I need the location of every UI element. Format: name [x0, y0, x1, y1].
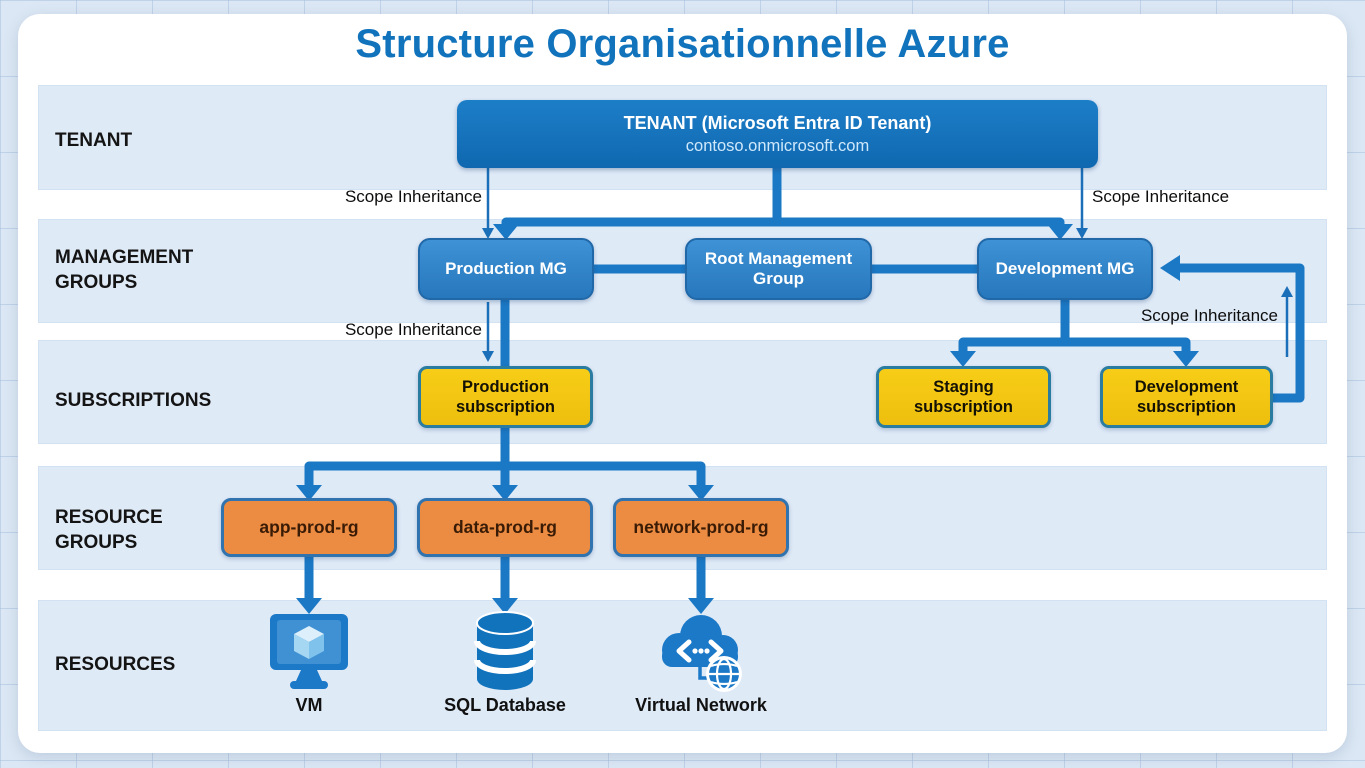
virtual-network-icon [651, 608, 751, 701]
tenant-box: TENANT (Microsoft Entra ID Tenant) conto… [457, 100, 1098, 168]
sql-database-icon [472, 610, 538, 697]
scope-inheritance-label: Scope Inheritance [1140, 306, 1278, 325]
row-label-tenant: TENANT [55, 130, 133, 151]
box-development-mg: Development MG [977, 238, 1153, 300]
box-staging-subscription: Staging subscription [876, 366, 1051, 428]
tenant-box-title: TENANT (Microsoft Entra ID Tenant) [623, 112, 932, 133]
scope-inheritance-label: Scope Inheritance [1092, 187, 1230, 206]
resource-label-virtual-network: Virtual Network [635, 695, 767, 715]
tenant-box-subtitle: contoso.onmicrosoft.com [685, 136, 870, 155]
page-title: Structure Organisationnelle Azure [355, 22, 1010, 66]
box-production-subscription: Production subscription [418, 366, 593, 428]
scope-inheritance-label: Scope Inheritance [344, 187, 482, 206]
box-production-mg: Production MG [418, 238, 594, 300]
box-root-management-group: Root Management Group [685, 238, 872, 300]
resource-label-vm: VM [295, 695, 323, 715]
vm-icon [264, 612, 354, 697]
row-label-management-groups: MANAGEMENT GROUPS [55, 247, 194, 294]
box-development-subscription: Development subscription [1100, 366, 1273, 428]
box-app-prod-rg: app-prod-rg [221, 498, 397, 557]
resource-label-sql-database: SQL Database [444, 695, 566, 715]
box-network-prod-rg: network-prod-rg [613, 498, 789, 557]
row-label-resources: RESOURCES [55, 654, 176, 675]
scope-inheritance-label: Scope Inheritance [344, 320, 482, 339]
row-label-subscriptions: SUBSCRIPTIONS [55, 390, 212, 411]
row-label-resource-groups: RESOURCE GROUPS [55, 507, 163, 554]
box-data-prod-rg: data-prod-rg [417, 498, 593, 557]
